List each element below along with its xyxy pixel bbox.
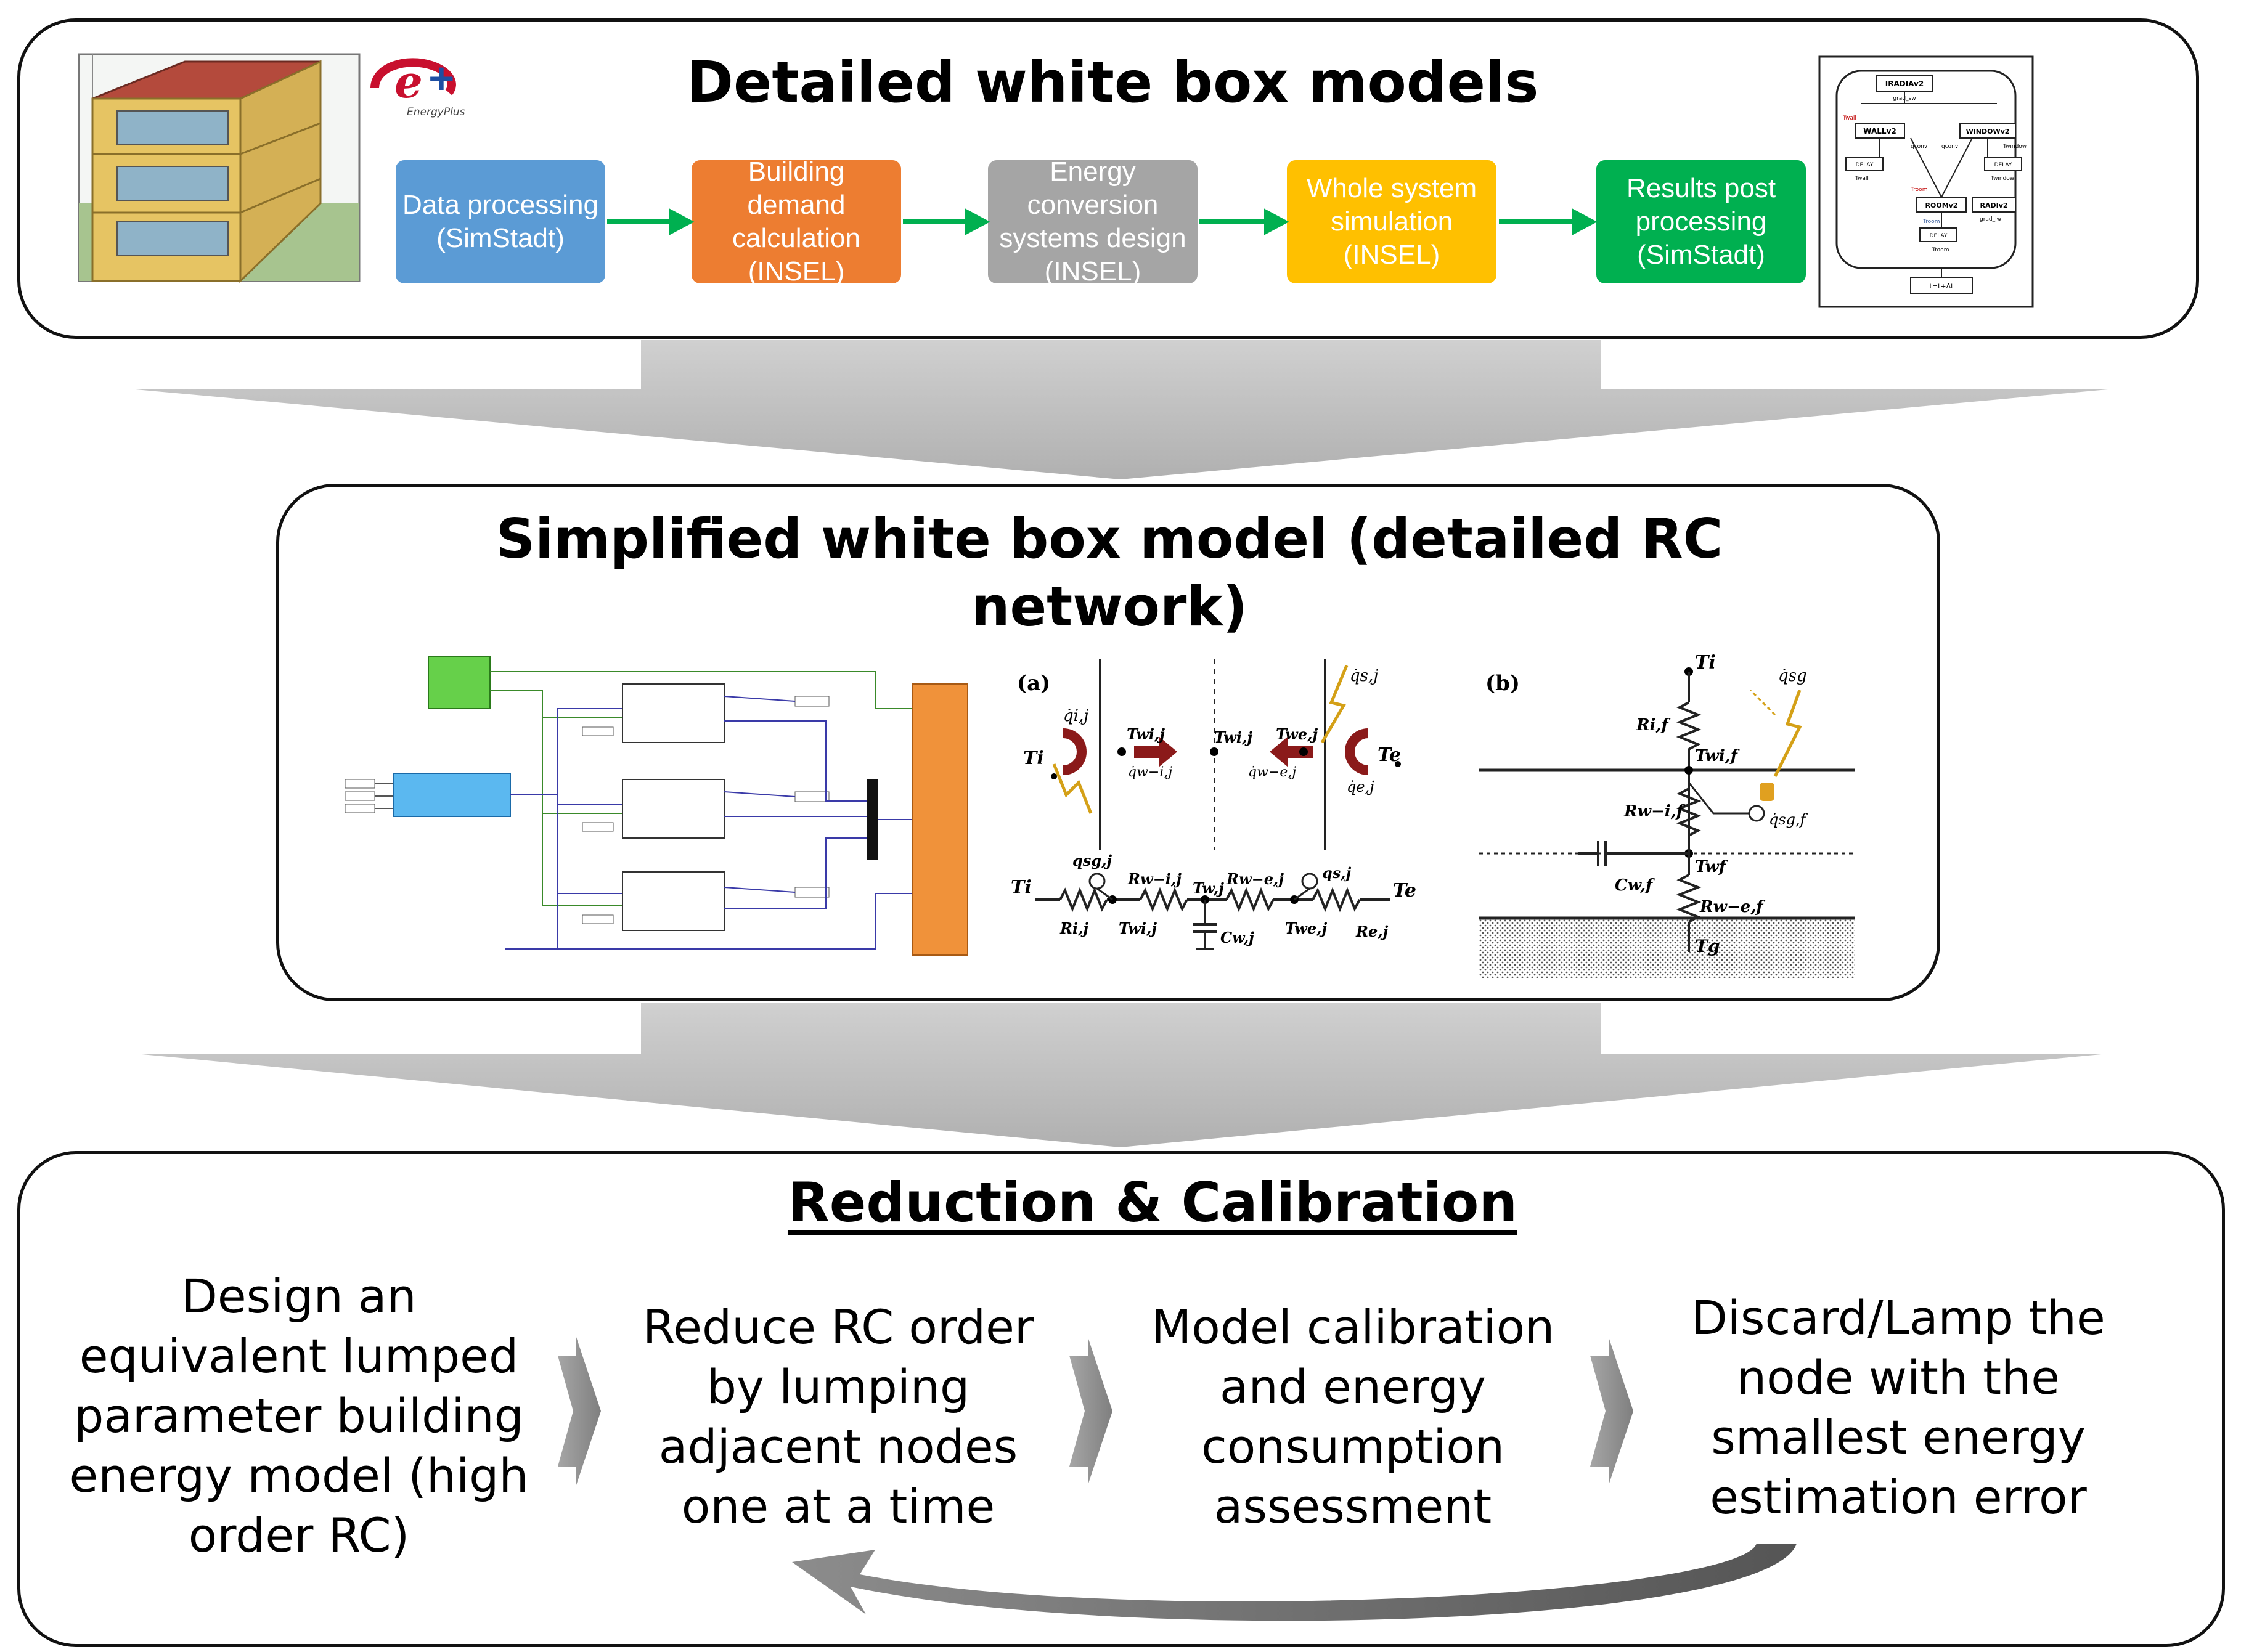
b-t-wi: Twi,f — [1695, 747, 1740, 765]
b-t-i: Ti — [1695, 653, 1716, 673]
a-t-we-node: Twe,j — [1276, 725, 1318, 743]
circuit-a-tag: (a) — [1017, 671, 1050, 696]
detailed-models-title: Detailed white box models — [686, 49, 1539, 115]
a-t-wi-mid: Twi,j — [1214, 728, 1252, 746]
step-calibration: Model calibration and energy consumption… — [1151, 1300, 1555, 1534]
a-q-s: q̇s,j — [1350, 667, 1378, 685]
sig-qconv-1: qconv — [1911, 144, 1928, 150]
stage-data-processing: Data processing (SimStadt) — [396, 160, 605, 283]
a-t-wi-bottom: Twi,j — [1119, 919, 1157, 937]
flow-arrow-1 — [136, 340, 2108, 479]
block-iradiav2: IRADIAv2 — [1885, 79, 1924, 88]
block-radiv2: RADIv2 — [1980, 201, 2007, 210]
sig-troom-3: Troom — [1932, 247, 1949, 253]
sig-twindow-1: Twindow — [2002, 144, 2027, 150]
b-c-w: Cw,f — [1615, 876, 1655, 895]
simplified-model-panel — [276, 484, 1940, 1001]
simplified-model-title: Simplified white box model (detailed RC … — [496, 507, 1723, 638]
sig-troom-1: Troom — [1910, 187, 1927, 193]
b-r-i: Ri,f — [1636, 716, 1671, 734]
step-design-model: Design an equivalent lumped parameter bu… — [69, 1269, 529, 1563]
a-t-e-top: Te — [1378, 744, 1401, 766]
a-t-w: Tw,j — [1193, 879, 1224, 897]
b-t-g: Tg — [1695, 936, 1720, 956]
step-discard-node: Discard/Lamp the node with the smallest … — [1691, 1290, 2105, 1524]
svg-text:e: e — [394, 55, 423, 108]
block-delay-3: DELAY — [1930, 233, 1948, 239]
a-q-s-bottom: qs,j — [1322, 864, 1352, 882]
stage-building-demand: Building demand calculation (INSEL) — [692, 157, 901, 287]
a-r-e: Re,j — [1355, 922, 1389, 940]
a-r-w-e: Rw−e,j — [1226, 870, 1284, 888]
block-wallv2: WALLv2 — [1863, 127, 1896, 136]
circuit-b-tag: (b) — [1485, 671, 1520, 696]
b-q-sg: q̇sg — [1778, 667, 1807, 685]
a-q-i: q̇i,j — [1063, 707, 1088, 725]
sig-grad-lw: grad_lw — [1980, 216, 2001, 222]
a-t-i-top: Ti — [1023, 747, 1044, 769]
b-t-wf: Twf — [1695, 858, 1728, 876]
simulink-model — [339, 647, 968, 961]
a-t-wi-node: Twi,j — [1127, 725, 1165, 743]
step-reduce-order: Reduce RC order by lumping adjacent node… — [642, 1300, 1034, 1534]
sig-qconv-2: qconv — [1941, 144, 1959, 150]
a-t-we-bottom: Twe,j — [1285, 919, 1328, 937]
a-t-e-bottom: Te — [1393, 880, 1416, 901]
flow-arrow-2 — [136, 1003, 2108, 1147]
stage-whole-system: Whole system simulation (INSEL) — [1287, 160, 1496, 283]
reduction-calibration-title: Reduction & Calibration — [787, 1171, 1517, 1234]
block-delay-1: DELAY — [1856, 162, 1874, 168]
a-c-w: Cw,j — [1220, 929, 1254, 946]
logo-text: EnergyPlus — [407, 106, 465, 118]
insel-block-diagram: IRADIAv2 grad_sw WALLv2 WINDOWv2 Twall q… — [1818, 55, 2034, 308]
a-r-w-i: Rw−i,j — [1127, 870, 1182, 888]
block-windowv2: WINDOWv2 — [1966, 128, 2010, 136]
sig-twall-2: Twall — [1855, 176, 1869, 182]
stage-results-post: Results post processing (SimStadt) — [1596, 160, 1806, 283]
block-roomv2: ROOMv2 — [1925, 201, 1958, 210]
block-time-step: t=t+Δt — [1930, 282, 1954, 290]
a-q-e: q̇e,j — [1347, 778, 1374, 795]
block-delay-2: DELAY — [1994, 162, 2012, 168]
sig-troom-2: Troom — [1922, 219, 1940, 225]
svg-text:+: + — [427, 57, 457, 99]
a-q-w-i: q̇w−i,j — [1128, 765, 1172, 780]
stage-energy-conversion: Energy conversion systems design (INSEL) — [988, 157, 1198, 287]
sig-twindow-2: Twindow — [1990, 176, 2014, 182]
b-r-w-e: Rw−e,f — [1699, 898, 1765, 916]
a-r-i: Ri,j — [1059, 919, 1088, 937]
a-q-sg: qsg,j — [1072, 852, 1112, 869]
a-q-w-e: q̇w−e,j — [1248, 765, 1296, 780]
rc-circuit-b: (b) Ti q̇sg Ri,f Twi,f Rw−i,f q̇sg,f Cw,… — [1479, 653, 1861, 980]
a-t-i-bottom: Ti — [1011, 877, 1032, 898]
energyplus-logo: e + EnergyPlus — [370, 54, 475, 119]
b-q-sg-f: q̇sg,f — [1769, 811, 1808, 828]
sig-twall-1: Twall — [1842, 115, 1856, 121]
b-r-w-i: Rw−i,f — [1623, 802, 1686, 821]
rc-circuit-a: (a) q̇i,j Ti Twi,j Twi,j Twe,j q̇s,j Te … — [1005, 653, 1430, 974]
